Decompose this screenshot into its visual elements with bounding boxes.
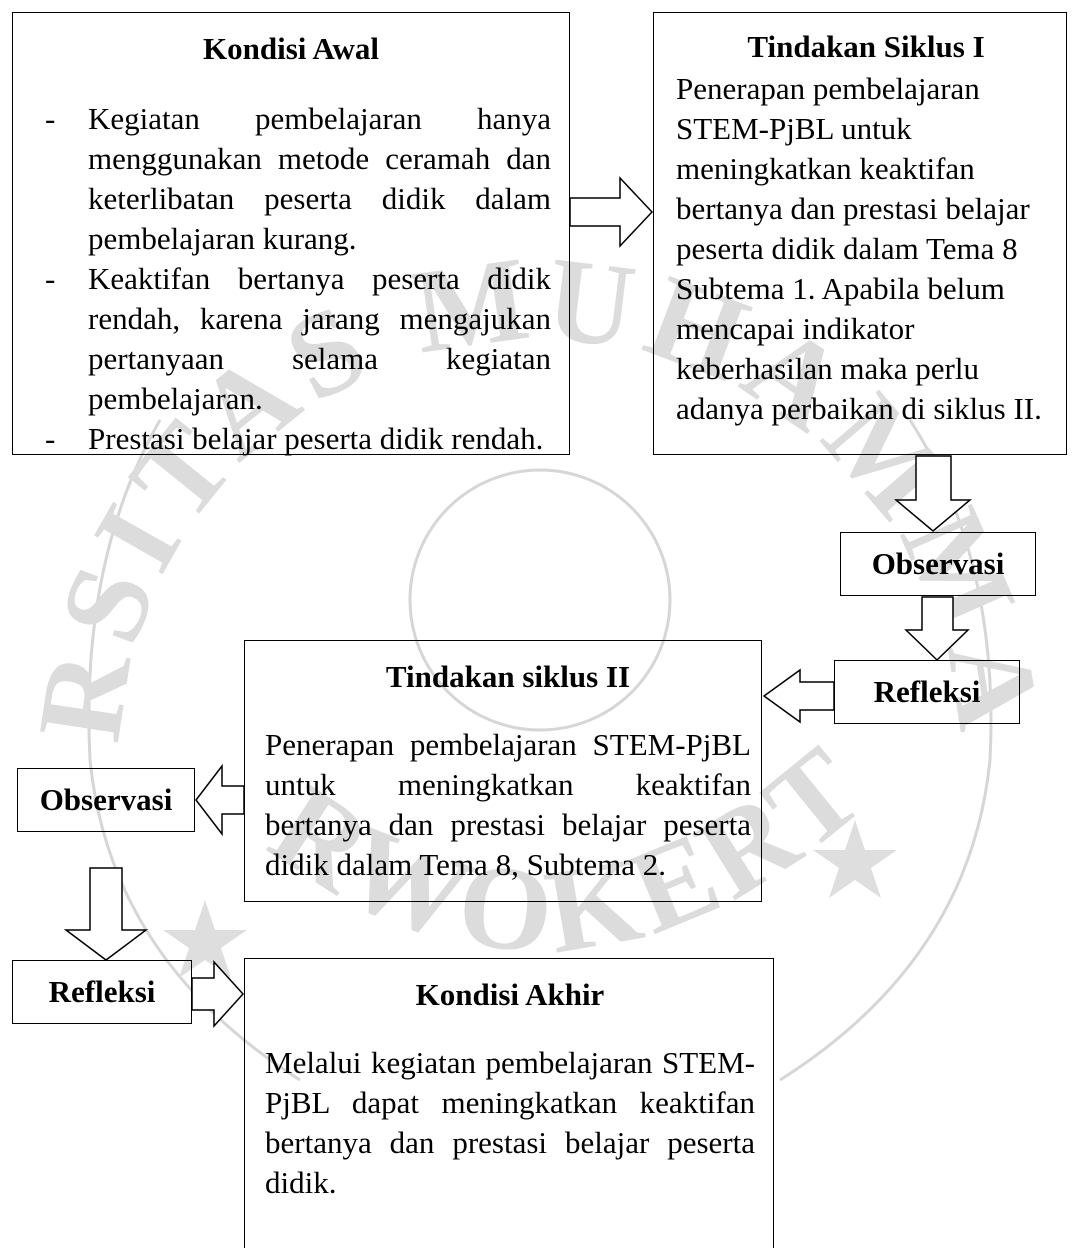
- tindakan-siklus-2-text: Penerapan pembelajaran STEM-PjBL untuk m…: [265, 727, 751, 882]
- kondisi-awal-box: Kondisi Awal Kegiatan pembelajaran hanya…: [12, 12, 570, 459]
- list-item: Kegiatan pembelajaran hanya menggunakan …: [31, 99, 551, 259]
- seal-inner-circle: [408, 468, 672, 732]
- kondisi-awal-list: Kegiatan pembelajaran hanya menggunakan …: [31, 99, 551, 459]
- star-icon: [163, 900, 247, 978]
- list-item: Keaktifan bertanya peserta didik rendah,…: [31, 259, 551, 419]
- observasi-1-label: Observasi: [871, 546, 1005, 581]
- text-line: STEM-PjBL untuk: [676, 111, 912, 146]
- kondisi-akhir-box: Kondisi Akhir Melalui kegiatan pembelaja…: [244, 958, 774, 1248]
- text-line: meningkatkan keaktifan: [676, 151, 975, 186]
- refleksi-1-box: Refleksi: [834, 660, 1020, 724]
- list-item: Prestasi belajar peserta didik rendah.: [31, 419, 551, 459]
- text-line: adanya perbaikan di siklus II.: [676, 391, 1042, 426]
- observasi-2-label: Observasi: [39, 782, 173, 817]
- kondisi-awal-title: Kondisi Awal: [202, 31, 379, 66]
- tindakan-siklus-1-text: Penerapan pembelajaran STEM-PjBL untuk m…: [676, 69, 1056, 429]
- text-line: Subtema 1. Apabila belum: [676, 271, 1005, 306]
- text-line: bertanya dan prestasi belajar: [676, 191, 1030, 226]
- tindakan-siklus-1-title: Tindakan Siklus I: [747, 29, 985, 64]
- tindakan-siklus-1-box: Tindakan Siklus I Penerapan pembelajaran…: [653, 12, 1067, 455]
- refleksi-2-label: Refleksi: [48, 974, 156, 1009]
- tindakan-siklus-2-box: Tindakan siklus II Penerapan pembelajara…: [244, 640, 762, 902]
- text-line: peserta didik dalam Tema 8: [676, 231, 1018, 266]
- text-line: Penerapan pembelajaran: [676, 71, 980, 106]
- tindakan-siklus-2-title: Tindakan siklus II: [385, 659, 631, 694]
- observasi-1-box: Observasi: [840, 532, 1036, 596]
- text-line: mencapai indikator: [676, 311, 915, 346]
- refleksi-2-box: Refleksi: [12, 960, 192, 1024]
- star-icon: [813, 820, 897, 898]
- refleksi-1-label: Refleksi: [873, 674, 981, 709]
- observasi-2-box: Observasi: [17, 768, 195, 832]
- text-line: keberhasilan maka perlu: [676, 351, 979, 386]
- kondisi-akhir-title: Kondisi Akhir: [415, 977, 605, 1012]
- kondisi-akhir-text: Melalui kegiatan pembelajaran STEM-PjBL …: [265, 1045, 755, 1200]
